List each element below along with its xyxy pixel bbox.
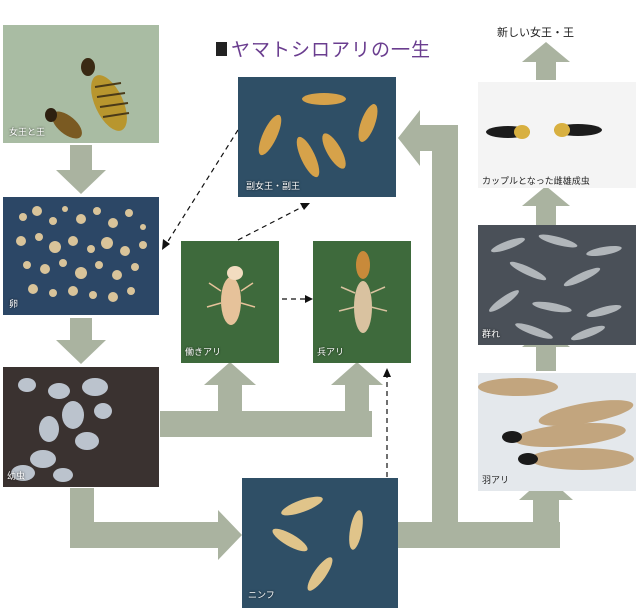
caption-eggs: 卵 — [9, 300, 19, 310]
panel-workers: 働きアリ — [181, 241, 279, 363]
arrow-eggs-to-larvae — [70, 318, 92, 342]
panel-larvae: 幼虫 — [3, 367, 159, 487]
panel-swarm: 群れ — [478, 225, 636, 345]
panel-soldiers: 兵アリ — [313, 241, 411, 363]
panel-nymphs: ニンフ — [242, 478, 398, 608]
arrow-larvae-to-nymph-right — [70, 522, 220, 548]
dashed-head-secondary — [300, 203, 310, 210]
couple-insect-left — [486, 125, 530, 139]
new-queen-king-label: 新しい女王・王 — [497, 26, 574, 39]
arrow-to-secondary-vertical — [432, 125, 458, 548]
dashed-head-soldiers-up — [383, 368, 391, 377]
arrow-eggs-to-larvae-head — [56, 340, 106, 364]
arrow-to-soldiers-stem — [345, 382, 369, 422]
arrow-couple-to-new — [536, 60, 556, 80]
caption-couple: カップルとなった雌雄成虫 — [482, 177, 590, 187]
queen-insect-image — [81, 58, 130, 131]
caption-soldiers: 兵アリ — [317, 348, 345, 358]
couple-photo — [486, 123, 602, 139]
arrow-queen-to-eggs-head — [56, 170, 106, 194]
dashed-head-soldiers — [305, 295, 313, 303]
arrow-winged-to-swarm — [536, 345, 556, 371]
title-square-icon — [216, 41, 227, 56]
caption-secondary: 副女王・副王 — [246, 182, 301, 192]
arrow-to-workers-head — [204, 362, 256, 385]
secondary-photo — [258, 93, 378, 178]
dashed-head-eggs — [162, 239, 170, 250]
arrow-couple-to-new-head — [522, 42, 570, 62]
arrow-to-secondary-head — [398, 110, 420, 166]
title-text: ヤマトシロアリの一生 — [231, 39, 432, 61]
panel-eggs: 卵 — [3, 197, 159, 315]
panel-winged: 羽アリ — [478, 373, 636, 491]
panel-couple: カップルとなった雌雄成虫 — [478, 82, 636, 188]
arrow-to-secondary-horizontal — [420, 125, 458, 151]
caption-queen-king: 女王と王 — [9, 128, 46, 138]
dashed-secondary-to-eggs — [164, 129, 239, 247]
arrow-swarm-to-couple-head — [522, 186, 570, 206]
queen-king-photo — [45, 58, 130, 139]
eggs-photo — [16, 206, 147, 302]
arrow-larvae-branch — [160, 411, 372, 437]
couple-insect-right — [554, 123, 602, 137]
panel-queen-king: 女王と王 — [3, 25, 159, 143]
workers-photo — [206, 266, 256, 325]
swarm-photo — [489, 234, 622, 341]
arrow-larvae-to-nymph-head — [218, 510, 242, 560]
caption-larvae: 幼虫 — [7, 472, 26, 482]
diagram-title: ヤマトシロアリの一生 — [216, 35, 431, 62]
panel-secondary: 副女王・副王 — [238, 77, 396, 197]
arrow-swarm-to-couple — [536, 204, 556, 226]
winged-photo — [478, 378, 634, 470]
caption-workers: 働きアリ — [185, 348, 222, 358]
caption-swarm: 群れ — [482, 330, 501, 340]
arrow-to-soldiers-head — [331, 362, 383, 385]
nymphs-photo — [272, 496, 363, 591]
caption-winged: 羽アリ — [482, 476, 510, 486]
dashed-workers-to-secondary — [237, 204, 307, 241]
arrow-to-workers-stem — [218, 382, 242, 422]
caption-nymphs: ニンフ — [248, 591, 275, 601]
king-insect-image — [45, 108, 82, 139]
arrow-queen-to-eggs — [70, 145, 92, 173]
larvae-photo — [11, 378, 112, 482]
soldiers-photo — [338, 251, 388, 333]
